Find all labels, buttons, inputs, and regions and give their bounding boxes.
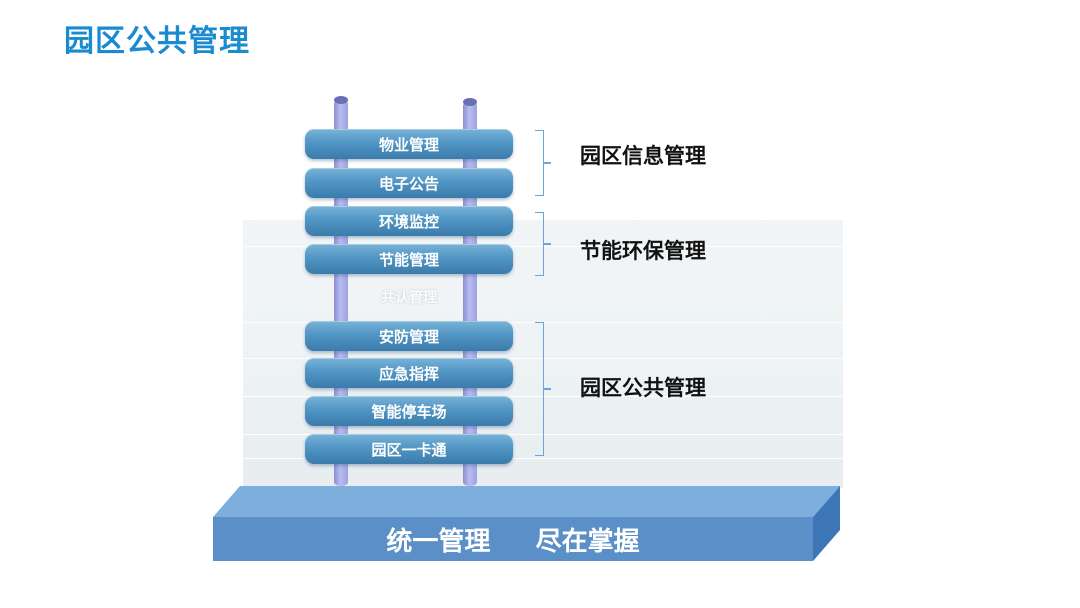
group-label: 园区信息管理 <box>580 144 706 168</box>
layer-disk: 智能停车场 <box>305 396 513 426</box>
bracket-tick <box>543 388 551 390</box>
glass-line <box>243 458 843 459</box>
layer-disk: 园区一卡通 <box>305 434 513 464</box>
left-pole-cap <box>334 96 348 104</box>
layer-disk: 应急指挥 <box>305 358 513 388</box>
group-label: 节能环保管理 <box>580 239 706 263</box>
right-pole <box>463 102 477 486</box>
bracket-tick <box>543 243 551 245</box>
base-platform: 统一管理 尽在掌握 <box>213 517 813 561</box>
bracket-tick <box>543 162 551 164</box>
layer-disk: 物业管理 <box>305 129 513 159</box>
layer-disk: 节能管理 <box>305 244 513 274</box>
right-pole-cap <box>463 98 477 106</box>
layer-disk: 环境监控 <box>305 206 513 236</box>
base-top-face <box>213 486 840 517</box>
base-slogan: 统一管理 尽在掌握 <box>386 526 640 557</box>
ghost-layer-label: 共认管理 <box>381 290 437 306</box>
page-title: 园区公共管理 <box>64 24 250 59</box>
group-label: 园区公共管理 <box>580 376 706 400</box>
layer-disk: 电子公告 <box>305 168 513 198</box>
layer-disk: 安防管理 <box>305 321 513 351</box>
